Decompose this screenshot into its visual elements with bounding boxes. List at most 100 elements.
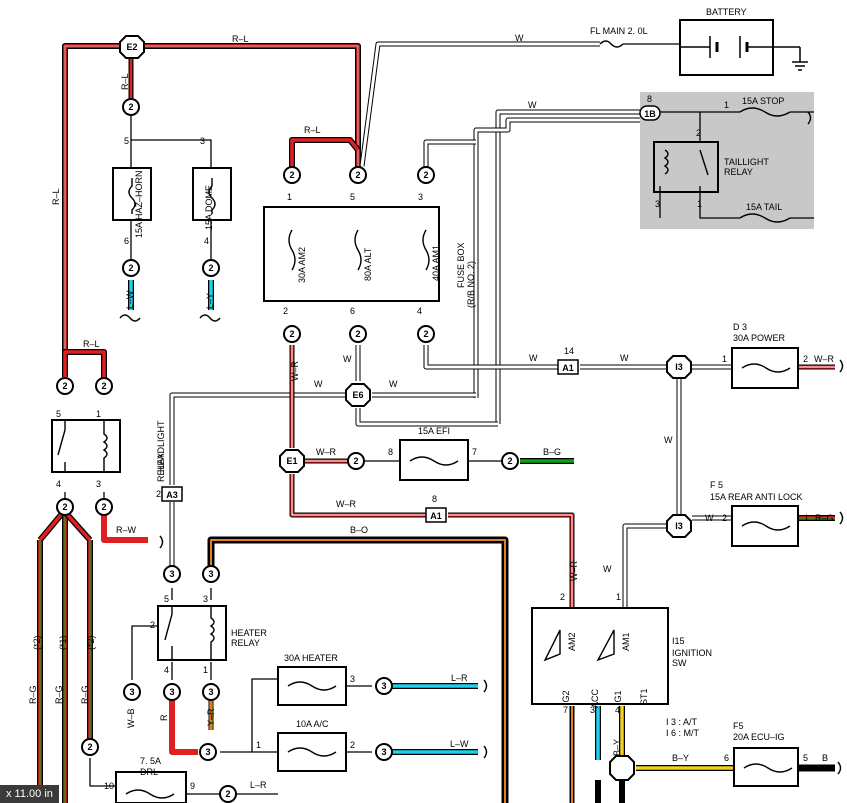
- ignition-terminal-label: ST1: [639, 688, 649, 705]
- wire-label: W–R: [290, 361, 300, 382]
- connector-number: 2: [353, 456, 358, 466]
- junction-e2-label: E2: [126, 42, 137, 52]
- connector-number: 2: [225, 789, 230, 799]
- wire-label: R–G: [815, 513, 834, 523]
- wire-label: R–G: [28, 685, 38, 704]
- ignition-terminal-label: IG2: [561, 690, 571, 705]
- taillight-relay-coil-box: [653, 141, 719, 193]
- ignition-name-label: SW: [672, 658, 687, 668]
- pin-number: 1: [804, 513, 809, 523]
- ignition-terminal-label: AM1: [621, 632, 631, 651]
- pin-number: 3: [590, 705, 595, 715]
- wire-label: B–O: [350, 525, 368, 535]
- ignition-terminal-label: AM2: [567, 632, 577, 651]
- wire-label: W–R: [316, 447, 337, 457]
- wire-label: W–R: [569, 561, 579, 582]
- drl-fuse-label: 7. 5A: [140, 756, 161, 766]
- connector-number: 3: [169, 569, 174, 579]
- harness-wires: [37, 41, 835, 803]
- pin-number: 1: [256, 740, 261, 750]
- wire-label: W: [529, 353, 538, 363]
- connector-number: 2: [101, 502, 106, 512]
- headlight-relay-label: RELAY: [156, 453, 166, 482]
- pin-number: 2: [156, 489, 161, 499]
- junctions: [119, 35, 692, 781]
- f5-label: F 5: [710, 480, 723, 490]
- connector-number: 2: [423, 329, 428, 339]
- zoom-indicator: x 11.00 in: [0, 785, 59, 803]
- junction-i3-label: I3: [675, 521, 683, 531]
- wire-label: R: [159, 714, 169, 721]
- pin-number: 8: [432, 494, 437, 504]
- heater-relay-box: [157, 605, 227, 661]
- am2-fuse-label: 30A AM2: [297, 247, 307, 283]
- wire-label: B: [822, 753, 828, 763]
- efi-fuse-label: 15A EFI: [418, 426, 450, 436]
- wire-label: R–L: [120, 73, 130, 90]
- pin-number: 1: [722, 354, 727, 364]
- connector-number: 3: [205, 747, 210, 757]
- pin-number: 9: [190, 781, 195, 791]
- wire-break-marks: [119, 111, 844, 775]
- pin-number: 2: [722, 513, 727, 523]
- pin-number: 3: [418, 192, 423, 202]
- wire-label: R–G: [80, 685, 90, 704]
- fl-main-label: FL MAIN 2. 0L: [590, 26, 648, 36]
- pin-number: 5: [56, 409, 61, 419]
- pin-number: 4: [204, 236, 209, 246]
- stop-fuse-label: 15A STOP: [742, 96, 784, 106]
- wire-label: W: [603, 564, 612, 574]
- a3-connector-label: A3: [166, 490, 178, 500]
- connector-number: 3: [208, 687, 213, 697]
- junction-e6-label: E6: [352, 390, 363, 400]
- connector-number: 2: [128, 263, 133, 273]
- wire-label: B–G: [543, 447, 561, 457]
- wire-label: W: [528, 100, 537, 110]
- connector-number: 2: [128, 102, 133, 112]
- wire-label: W–R: [814, 354, 835, 364]
- wire-label: W–R: [336, 499, 357, 509]
- ac-fuse-label: 10A A/C: [296, 719, 329, 729]
- pin-number: 4: [56, 479, 61, 489]
- headlight-relay-label: HEADLIGHT: [156, 420, 166, 472]
- fuse-box-rb2: [263, 206, 440, 302]
- wire-label: R–G: [54, 685, 64, 704]
- pin-number: 4: [615, 705, 620, 715]
- d3-name-label: 30A POWER: [733, 333, 786, 343]
- wire-label: R–L: [51, 188, 61, 205]
- connector-number: 3: [381, 681, 386, 691]
- a1-connector-label: A1: [430, 511, 442, 521]
- taillight-relay-label: TAILLIGHT: [724, 157, 769, 167]
- connectors: [56, 98, 519, 803]
- heater-relay-label: HEATER: [231, 628, 267, 638]
- pin-number: 5: [803, 753, 808, 763]
- wire-label: B–Y: [612, 739, 622, 756]
- pin-number: 2: [803, 354, 808, 364]
- c1b-connector-label: 1B: [644, 109, 656, 119]
- wire-label: L–R: [250, 780, 267, 790]
- f5-ecu-label: F5: [733, 721, 744, 731]
- pin-number: 2: [560, 592, 565, 602]
- wire-label: R–L: [304, 125, 321, 135]
- headlight-relay-box: [51, 419, 121, 473]
- connector-number: 2: [289, 170, 294, 180]
- pin-number: 3: [655, 199, 660, 209]
- pin-number: 3: [96, 479, 101, 489]
- pin-number: 8: [388, 447, 393, 457]
- wire-label: R–W: [116, 525, 137, 535]
- connector-number: 3: [169, 687, 174, 697]
- connector-number: 3: [381, 747, 386, 757]
- pin-number: 3: [200, 136, 205, 146]
- wire-label: W: [314, 379, 323, 389]
- pin-number: 1: [287, 192, 292, 202]
- pin-number: 6: [350, 306, 355, 316]
- relay-symbols: [57, 149, 709, 662]
- junction-e1-label: E1: [286, 456, 297, 466]
- pin-number: 2: [283, 306, 288, 316]
- ignition-terminal-label: IG1: [613, 690, 623, 705]
- wire-label: Y–R: [206, 708, 216, 726]
- pin-number: 8: [647, 94, 652, 104]
- pin-number: 1: [697, 199, 702, 209]
- ignition-name-label: IGNITION: [672, 648, 712, 658]
